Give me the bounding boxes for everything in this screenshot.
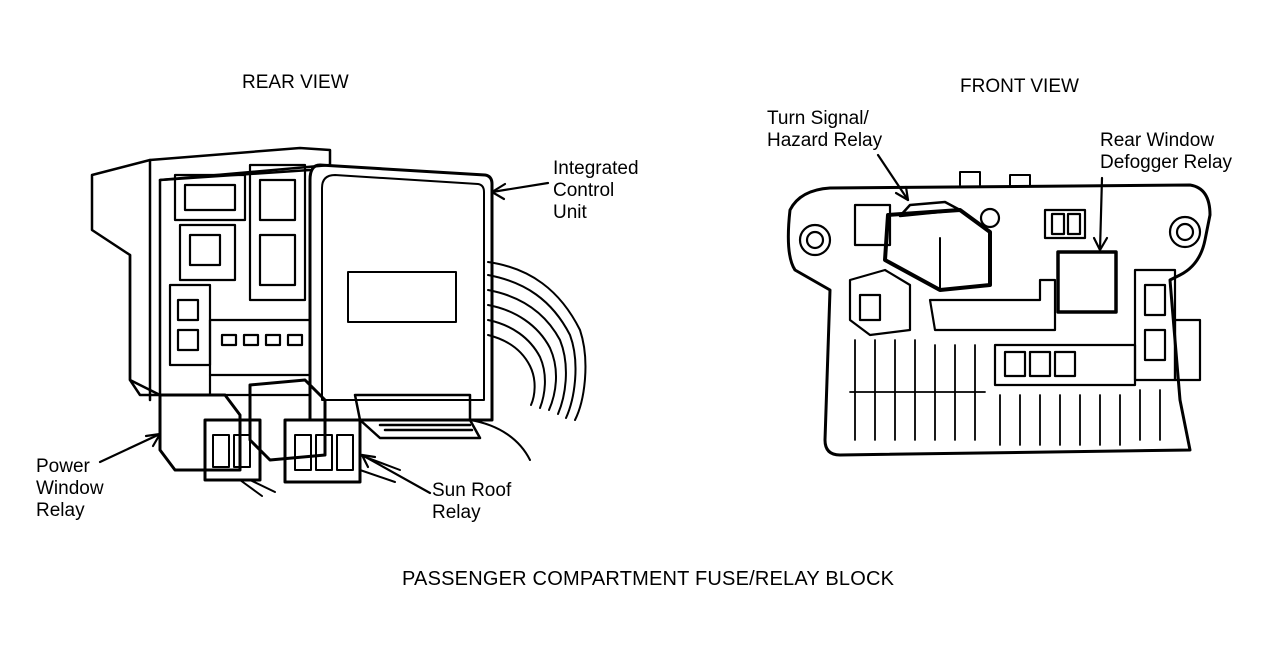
diagram-caption: PASSENGER COMPARTMENT FUSE/RELAY BLOCK xyxy=(402,568,895,590)
front-view-drawing xyxy=(786,153,1212,457)
rear-view-heading: REAR VIEW xyxy=(242,72,349,93)
fuse-slots xyxy=(849,339,1161,446)
power-window-leader xyxy=(98,432,162,464)
rear-window-defogger-relay xyxy=(1056,250,1118,314)
turn-signal-hazard-relay xyxy=(883,200,992,292)
rear-view-drawing xyxy=(90,146,587,497)
integrated-control-unit xyxy=(308,163,531,461)
mounting-holes xyxy=(798,207,1202,257)
power-window-relay-label: Power Window Relay xyxy=(36,456,104,521)
fuse-panel-outline xyxy=(786,183,1212,457)
rear-window-defogger-relay-label: Rear Window Defogger Relay xyxy=(1100,130,1233,173)
wire-harness xyxy=(487,261,587,421)
front-sockets xyxy=(848,203,1202,387)
rear-leader-lines xyxy=(98,181,550,495)
front-view-heading: FRONT VIEW xyxy=(960,76,1079,97)
power-window-relay xyxy=(158,393,276,497)
relay-sockets xyxy=(168,163,312,397)
sun-roof-relay-label: Sun Roof Relay xyxy=(432,480,512,523)
turn-signal-hazard-relay-label: Turn Signal/ Hazard Relay xyxy=(767,108,883,151)
integrated-control-unit-label: Integrated Control Unit xyxy=(553,158,639,223)
defogger-leader xyxy=(1098,176,1104,252)
fuse-block-housing xyxy=(90,146,332,397)
turn-signal-leader xyxy=(876,153,910,202)
sun-roof-leader xyxy=(360,453,432,495)
front-leader-lines xyxy=(876,153,1109,252)
icu-leader xyxy=(490,181,550,194)
